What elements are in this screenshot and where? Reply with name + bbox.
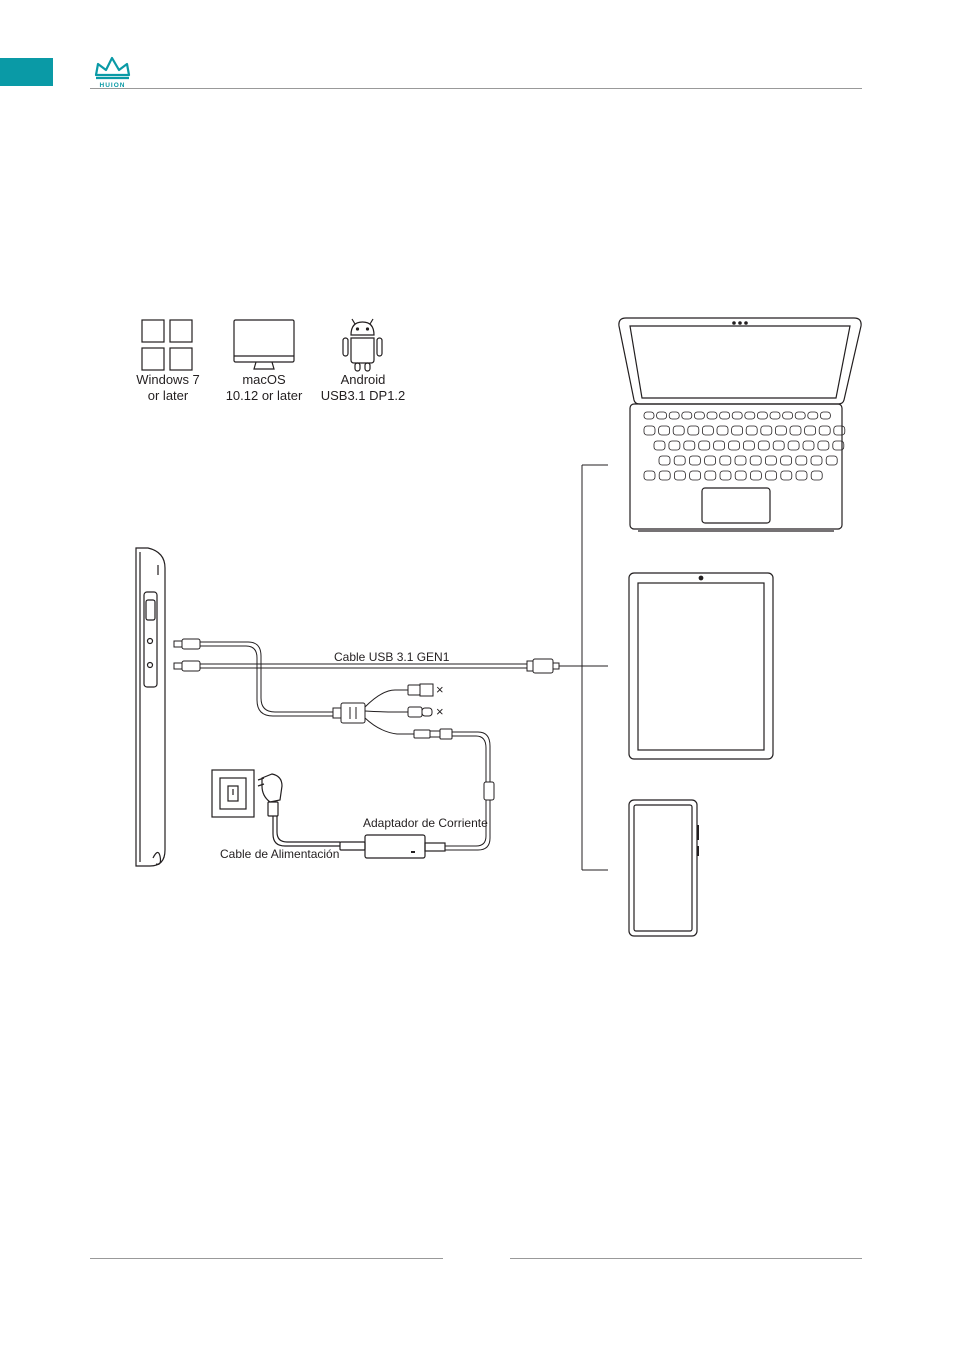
keyboard-key: [704, 455, 716, 466]
keyboard-key: [743, 440, 755, 451]
keyboard-key: [750, 470, 762, 481]
crown-icon: [94, 56, 131, 80]
keyboard-key: [643, 411, 655, 420]
keyboard-key: [734, 455, 747, 466]
usb-a-plug: [407, 683, 434, 697]
keyboard-key: [719, 470, 732, 481]
keyboard-key: [658, 470, 671, 481]
keyboard-key: [656, 411, 667, 420]
keyboard-key: [643, 425, 656, 436]
keyboard-key: [668, 411, 680, 420]
keyboard-key: [687, 425, 700, 436]
keyboard-key: [804, 425, 816, 436]
keyboard-key: [713, 440, 725, 451]
keyboard-key: [734, 470, 747, 481]
keyboard-key: [658, 455, 671, 466]
keyboard-key: [681, 411, 693, 420]
keyboard-key: [698, 440, 711, 451]
keyboard-key: [833, 425, 846, 436]
keyboard-key: [795, 455, 808, 466]
keyboard-key: [775, 425, 787, 436]
os-label-line1: macOS: [242, 372, 286, 387]
keyboard-key: [694, 411, 705, 420]
phone-icon: [628, 799, 699, 937]
keyboard-key: [719, 455, 732, 466]
os-label-line2: 10.12 or later: [226, 388, 303, 403]
keyboard-key: [674, 470, 686, 481]
keyboard-key: [794, 411, 806, 420]
monitor-icon: [233, 319, 295, 370]
keyboard-key: [704, 470, 717, 481]
keyboard-key: [757, 440, 770, 451]
power-plug: [257, 773, 340, 847]
keyboard-key: [689, 455, 701, 466]
keyboard-key: [802, 440, 815, 451]
keyboard-key: [745, 425, 758, 436]
usb-c-plug: [407, 706, 433, 718]
keyboard-key: [780, 470, 793, 481]
keyboard-key: [807, 411, 819, 420]
keyboard-key: [820, 411, 831, 420]
keyboard-key: [817, 440, 830, 451]
keyboard-key: [672, 425, 685, 436]
keyboard-key: [825, 455, 838, 466]
keyboard-key: [795, 470, 808, 481]
unused-mark: ×: [436, 682, 444, 697]
os-label-line1: Android: [341, 372, 386, 387]
keyboard-key: [749, 455, 762, 466]
keyboard-key: [689, 470, 701, 481]
keyboard: [643, 411, 846, 481]
keyboard-key: [731, 425, 743, 436]
tablet-icon: [628, 572, 774, 760]
upper-cable: [173, 638, 333, 717]
keyboard-key: [653, 440, 666, 451]
os-label-line2: USB3.1 DP1.2: [321, 388, 406, 403]
laptop-icon: [618, 317, 862, 532]
keyboard-key: [765, 455, 777, 466]
unused-mark: ×: [436, 704, 444, 719]
keyboard-key: [658, 425, 670, 436]
keyboard-key: [760, 425, 773, 436]
os-label-line2: or later: [148, 388, 189, 403]
keyboard-key: [643, 470, 656, 481]
keyboard-key: [719, 411, 730, 420]
keyboard-key: [731, 411, 743, 420]
usb-cable-label: Cable USB 3.1 GEN1: [334, 650, 450, 664]
keyboard-key: [810, 455, 823, 466]
power-adapter: [339, 834, 446, 859]
windows-icon: [141, 319, 193, 371]
power-adapter-label: Adaptador de Corriente: [363, 816, 488, 830]
splitter-hub: [332, 689, 414, 735]
keyboard-key: [765, 470, 777, 481]
keyboard-key: [782, 411, 793, 420]
brand-logo-text: HUION: [100, 82, 126, 89]
power-cable-label: Cable de Alimentación: [220, 847, 339, 861]
keyboard-key: [769, 411, 781, 420]
keyboard-key: [683, 440, 696, 451]
header-accent-tab: [0, 58, 53, 86]
usb-main-cable: [173, 658, 608, 674]
keyboard-key: [728, 440, 740, 451]
keyboard-key: [744, 411, 756, 420]
keyboard-key: [832, 440, 845, 451]
keyboard-key: [780, 455, 792, 466]
keyboard-key: [673, 455, 686, 466]
keyboard-key: [706, 411, 718, 420]
keyboard-key: [772, 440, 785, 451]
keyboard-key: [787, 440, 800, 451]
os-label-line1: Windows 7: [136, 372, 200, 387]
wall-socket: [211, 769, 255, 818]
keyboard-key: [818, 425, 831, 436]
pen-display-icon: [135, 547, 166, 867]
keyboard-key: [668, 440, 681, 451]
keyboard-key: [757, 411, 768, 420]
keyboard-key: [789, 425, 802, 436]
keyboard-key: [716, 425, 729, 436]
android-icon: [342, 318, 383, 372]
device-bracket: [581, 464, 608, 871]
keyboard-key: [702, 425, 714, 436]
keyboard-key: [810, 470, 823, 481]
dc-connector: [413, 728, 495, 851]
